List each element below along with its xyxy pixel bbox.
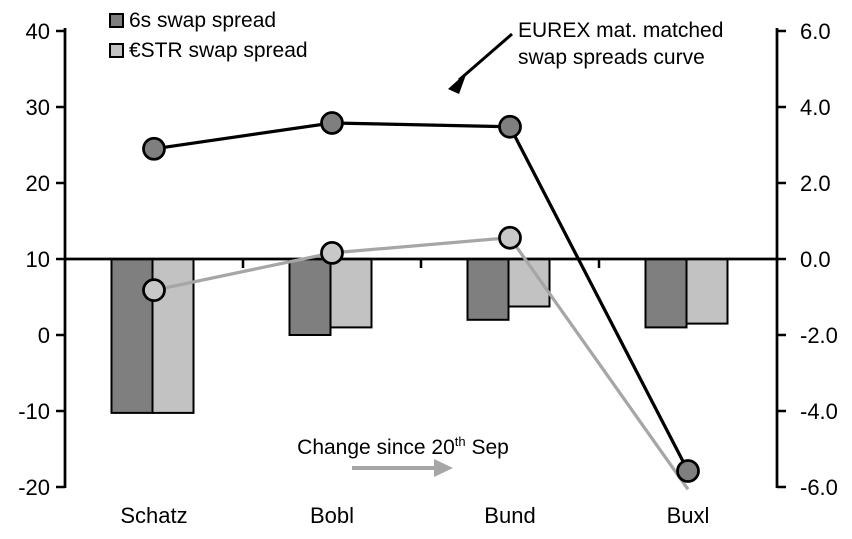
marker-estr-bund xyxy=(498,225,522,250)
change-note-sup: th xyxy=(454,434,466,449)
legend-item-6s: 6s swap spread xyxy=(109,10,308,31)
line-6s-series xyxy=(153,121,690,472)
category-label-schatz: Schatz xyxy=(120,503,187,528)
curve-annotation-arrow-shaft xyxy=(458,32,513,82)
right-axis-label: -6.0 xyxy=(800,475,838,500)
marker-6s-buxl xyxy=(676,459,700,483)
chart-legend: 6s swap spread €STR swap spread xyxy=(109,10,308,61)
right-axis-label: 4.0 xyxy=(800,95,831,120)
bar-6s-bund xyxy=(466,258,510,321)
right-axis-label: 6.0 xyxy=(800,19,831,44)
marker-estr-schatz xyxy=(142,278,166,303)
left-axis-label: 10 xyxy=(26,247,50,272)
bars-layer xyxy=(110,258,729,414)
legend-label-estr: €STR swap spread xyxy=(129,39,308,62)
right-axis-label: 0.0 xyxy=(800,247,831,272)
marker-6s-schatz xyxy=(142,136,166,161)
change-note-suffix: Sep xyxy=(465,436,509,459)
left-axis-label: 30 xyxy=(26,95,50,120)
curve-annotation: EUREX mat. matched swap spreads curve xyxy=(518,18,723,72)
left-axis-label: 40 xyxy=(26,19,50,44)
curve-annotation-line1: EUREX mat. matched xyxy=(518,19,724,42)
bar-6s-bobl xyxy=(288,258,332,336)
bar-estr-buxl xyxy=(685,258,729,325)
curve-annotation-line2: swap spreads curve xyxy=(518,45,705,69)
change-note-prefix: Change since 20 xyxy=(297,436,455,459)
annotation-arrows-layer xyxy=(352,32,513,477)
bar-6s-buxl xyxy=(644,258,688,329)
left-axis-label: -10 xyxy=(18,399,50,424)
marker-6s-bund xyxy=(498,114,522,139)
right-axis-label: -2.0 xyxy=(800,323,838,348)
right-axis-label: -4.0 xyxy=(800,399,838,424)
category-label-bobl: Bobl xyxy=(310,503,354,528)
line-estr-series xyxy=(153,236,690,491)
category-label-bund: Bund xyxy=(484,503,535,528)
change-note-arrowhead xyxy=(434,459,453,477)
legend-label-6s: 6s swap spread xyxy=(129,9,277,32)
axes-layer: 403020100-10-206.04.02.00.0-2.0-4.0-6.0S… xyxy=(18,19,838,528)
left-axis-label: 20 xyxy=(26,171,50,196)
legend-swatch-6s-icon xyxy=(109,13,124,28)
lines-layer xyxy=(142,111,700,491)
marker-6s-bobl xyxy=(320,111,344,135)
right-axis-label: 2.0 xyxy=(800,171,831,196)
bar-estr-bobl xyxy=(329,258,373,329)
legend-item-estr: €STR swap spread xyxy=(109,40,308,61)
curve-annotation-arrowhead xyxy=(448,72,467,94)
marker-estr-bobl xyxy=(320,241,344,265)
left-axis-label: 0 xyxy=(38,323,50,348)
legend-swatch-estr-icon xyxy=(109,43,124,58)
change-since-note: Change since 20th Sep xyxy=(287,434,519,460)
left-axis-label: -20 xyxy=(18,475,50,500)
category-label-buxl: Buxl xyxy=(667,503,710,528)
